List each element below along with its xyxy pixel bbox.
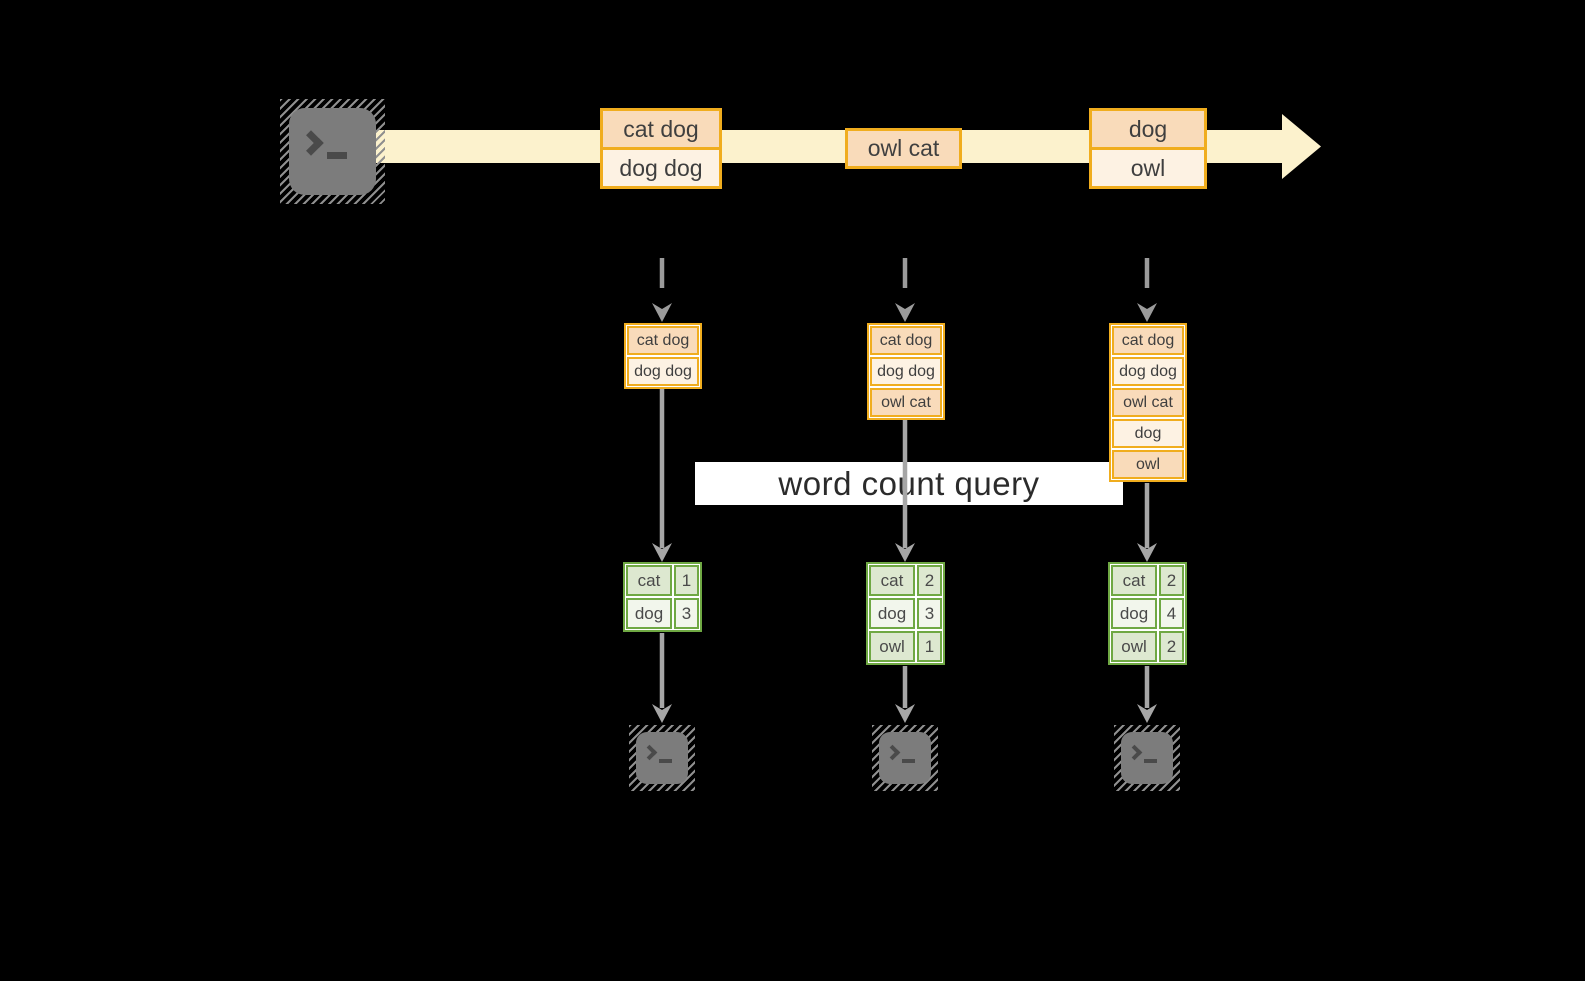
stream-record-line: owl cat	[848, 131, 959, 166]
state-row: owl cat	[870, 388, 942, 417]
query-arrow-col1	[652, 389, 672, 562]
prompt-chevron-icon	[641, 744, 658, 761]
dashed-arrow-col3	[1137, 258, 1157, 322]
terminal-screen	[289, 108, 376, 195]
sink-arrow-col2	[895, 666, 915, 723]
word-cell: cat	[869, 565, 915, 596]
table-row: dog 4	[1111, 598, 1184, 629]
state-stack-2: cat dog dog dog owl cat	[867, 323, 945, 420]
table-row: owl 1	[869, 631, 942, 662]
table-row: dog 3	[869, 598, 942, 629]
state-row: owl cat	[1112, 388, 1184, 417]
table-row: cat 2	[1111, 565, 1184, 596]
result-table-3: cat 2 dog 4 owl 2	[1108, 562, 1187, 665]
state-row: cat dog	[627, 326, 699, 355]
table-row: owl 2	[1111, 631, 1184, 662]
arrowhead-icon	[652, 543, 672, 562]
record-text: dog dog	[619, 154, 703, 181]
word-cell: dog	[626, 598, 672, 629]
count-cell: 4	[1159, 598, 1184, 629]
state-stack-1: cat dog dog dog	[624, 323, 702, 389]
terminal-screen	[879, 732, 931, 784]
word-cell: cat	[626, 565, 672, 596]
prompt-cursor-icon	[1144, 759, 1157, 763]
arrowhead-icon	[1137, 303, 1157, 322]
sink-arrow-col1	[652, 633, 672, 723]
arrowhead-icon	[1137, 543, 1157, 562]
record-text: owl	[1130, 154, 1166, 181]
sink-terminal-icon-2	[872, 725, 938, 791]
sink-terminal-icon-3	[1114, 725, 1180, 791]
count-cell: 1	[917, 631, 942, 662]
stream-record-2: owl cat	[845, 128, 962, 169]
count-cell: 2	[917, 565, 942, 596]
sink-terminal-icon-1	[629, 725, 695, 791]
state-row: cat dog	[870, 326, 942, 355]
table-row: dog 3	[626, 598, 699, 629]
record-text: dog	[1128, 115, 1168, 142]
state-row: dog dog	[870, 357, 942, 386]
stream-record-line: cat dog	[603, 111, 719, 147]
stream-record-3: dog owl	[1089, 108, 1207, 189]
stream-record-line: dog	[1092, 111, 1204, 147]
stream-record-1: cat dog dog dog	[600, 108, 722, 189]
sink-arrow-col3	[1137, 666, 1157, 723]
prompt-chevron-icon	[298, 130, 324, 156]
count-cell: 2	[1159, 565, 1184, 596]
count-cell: 3	[674, 598, 699, 629]
arrowhead-icon	[652, 704, 672, 723]
query-banner-label: word count query	[778, 464, 1040, 502]
record-text: owl cat	[867, 135, 940, 161]
word-cell: owl	[869, 631, 915, 662]
word-cell: dog	[869, 598, 915, 629]
table-row: cat 2	[869, 565, 942, 596]
source-terminal-icon	[280, 99, 385, 204]
state-row: owl	[1112, 450, 1184, 479]
query-arrow-col3	[1137, 483, 1157, 562]
state-row: dog dog	[1112, 357, 1184, 386]
state-row: cat dog	[1112, 326, 1184, 355]
prompt-chevron-icon	[884, 744, 901, 761]
dashed-arrow-col1	[652, 258, 672, 322]
arrowhead-icon	[652, 303, 672, 322]
dashed-arrow-col2	[895, 258, 915, 322]
arrowhead-icon	[895, 303, 915, 322]
count-cell: 3	[917, 598, 942, 629]
word-cell: cat	[1111, 565, 1157, 596]
record-text: cat dog	[623, 115, 699, 142]
stream-record-line: owl	[1092, 147, 1204, 186]
state-row: dog	[1112, 419, 1184, 448]
prompt-chevron-icon	[1126, 744, 1143, 761]
prompt-cursor-icon	[659, 759, 672, 763]
terminal-screen	[1121, 732, 1173, 784]
terminal-screen	[636, 732, 688, 784]
result-table-1: cat 1 dog 3	[623, 562, 702, 632]
stream-record-line: dog dog	[603, 147, 719, 186]
word-cell: owl	[1111, 631, 1157, 662]
count-cell: 2	[1159, 631, 1184, 662]
prompt-cursor-icon	[327, 152, 347, 159]
arrowhead-icon	[895, 543, 915, 562]
query-banner: word count query	[695, 462, 1123, 505]
table-row: cat 1	[626, 565, 699, 596]
word-cell: dog	[1111, 598, 1157, 629]
arrowhead-icon	[895, 704, 915, 723]
prompt-cursor-icon	[902, 759, 915, 763]
result-table-2: cat 2 dog 3 owl 1	[866, 562, 945, 665]
state-stack-3: cat dog dog dog owl cat dog owl	[1109, 323, 1187, 482]
stream-band-arrowhead-icon	[1282, 114, 1321, 179]
arrowhead-icon	[1137, 704, 1157, 723]
count-cell: 1	[674, 565, 699, 596]
state-row: dog dog	[627, 357, 699, 386]
